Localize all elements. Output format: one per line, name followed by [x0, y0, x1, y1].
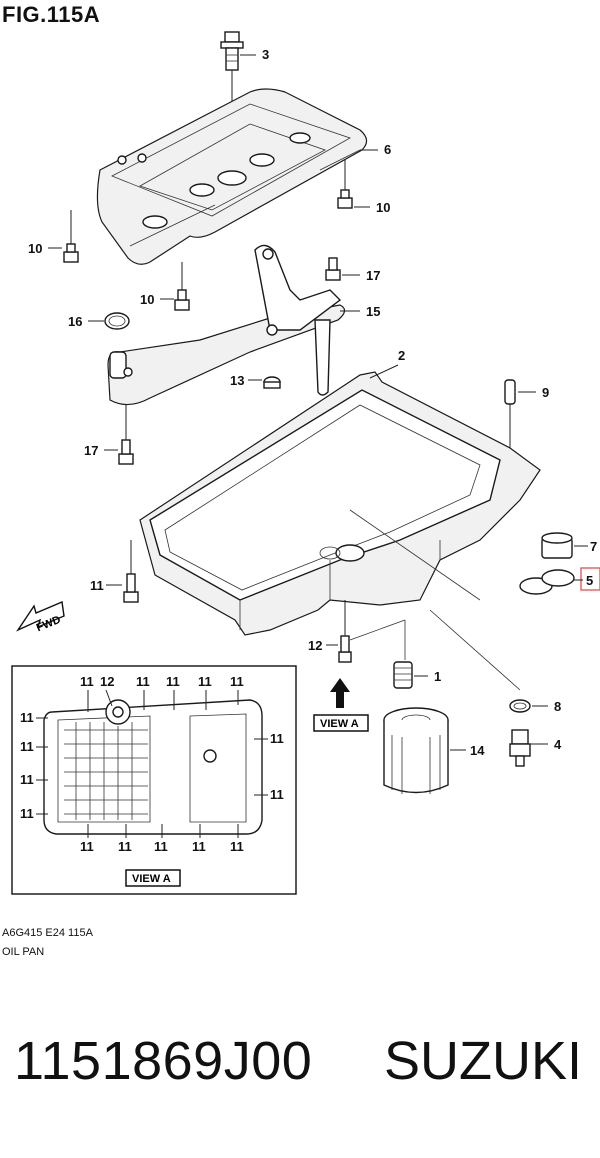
view-a-label: VIEW A — [320, 718, 359, 730]
callout-9: 9 — [542, 385, 549, 400]
callout-10-right: 10 — [376, 200, 390, 215]
callout-15: 15 — [366, 304, 380, 319]
cap-7[interactable] — [541, 532, 573, 559]
plug-1[interactable] — [393, 661, 413, 689]
inset-callout-right-2: 11 — [270, 787, 284, 802]
callout-14: 14 — [470, 743, 485, 758]
oil-filter-14[interactable] — [383, 707, 449, 794]
inset-callout-left-1: 11 — [20, 710, 34, 725]
oil-pan-2[interactable] — [139, 371, 541, 636]
inset-callout-top-6: 11 — [230, 674, 244, 689]
callout-11-main: 11 — [90, 578, 104, 593]
callout-1: 1 — [434, 669, 441, 684]
inset-callout-top-5: 11 — [198, 674, 212, 689]
callout-4: 4 — [554, 737, 562, 752]
inset-callout-top-2: 12 — [100, 674, 114, 689]
inset-callout-top-1: 11 — [80, 674, 94, 689]
callout-13: 13 — [230, 373, 244, 388]
washer-8[interactable] — [509, 699, 531, 713]
bolt-12[interactable] — [338, 600, 352, 663]
inset-callout-bottom-5: 11 — [230, 839, 244, 854]
callout-5: 5 — [586, 573, 593, 588]
inset-callout-bottom-4: 11 — [192, 839, 206, 854]
bolt-17-lower[interactable] — [118, 405, 134, 465]
nut-13[interactable] — [263, 376, 281, 389]
callout-12: 12 — [308, 638, 322, 653]
callout-3: 3 — [262, 47, 269, 62]
callout-10-left: 10 — [28, 241, 42, 256]
callout-6: 6 — [384, 142, 391, 157]
view-a-arrow — [330, 678, 350, 708]
o-ring-16[interactable] — [104, 312, 130, 330]
part-number: 1151869J00 — [14, 1031, 313, 1091]
inset-callout-left-3: 11 — [20, 772, 34, 787]
inset-callout-bottom-3: 11 — [154, 839, 168, 854]
inset-callout-left-2: 11 — [20, 739, 34, 754]
callout-10-bottom: 10 — [140, 292, 154, 307]
view-a-grid — [64, 722, 148, 820]
figure-name: OIL PAN — [2, 946, 45, 958]
brand-name: SUZUKI — [384, 1031, 583, 1091]
fwd-arrow-icon: FWD — [16, 601, 65, 634]
view-a-inset-label: VIEW A — [132, 873, 171, 885]
bolt-10-right[interactable] — [337, 160, 353, 209]
callout-8: 8 — [554, 699, 561, 714]
bolt-17-upper[interactable] — [325, 257, 341, 281]
figure-code: A6G415 E24 115A — [2, 927, 93, 939]
bolt-10-left[interactable] — [63, 210, 79, 263]
baffle-plate-6[interactable] — [96, 88, 368, 265]
bolt-10-bottom[interactable] — [174, 262, 190, 311]
callout-7: 7 — [590, 539, 597, 554]
callout-17-lower: 17 — [84, 443, 98, 458]
inset-callout-top-4: 11 — [166, 674, 180, 689]
inset-callout-top-3: 11 — [136, 674, 150, 689]
inset-callout-right-1: 11 — [270, 731, 284, 746]
figure-title: FIG.115A — [2, 2, 101, 27]
inset-callout-bottom-2: 11 — [118, 839, 132, 854]
inset-callout-bottom-1: 11 — [80, 839, 94, 854]
bolt-11-main[interactable] — [123, 540, 139, 603]
oil-strainer-15[interactable] — [107, 244, 346, 406]
inset-callout-left-4: 11 — [20, 806, 34, 821]
callout-16: 16 — [68, 314, 82, 329]
callout-2: 2 — [398, 348, 405, 363]
callout-17-upper: 17 — [366, 268, 380, 283]
gasket-5[interactable] — [519, 569, 575, 595]
drain-plug-4[interactable] — [509, 729, 531, 767]
